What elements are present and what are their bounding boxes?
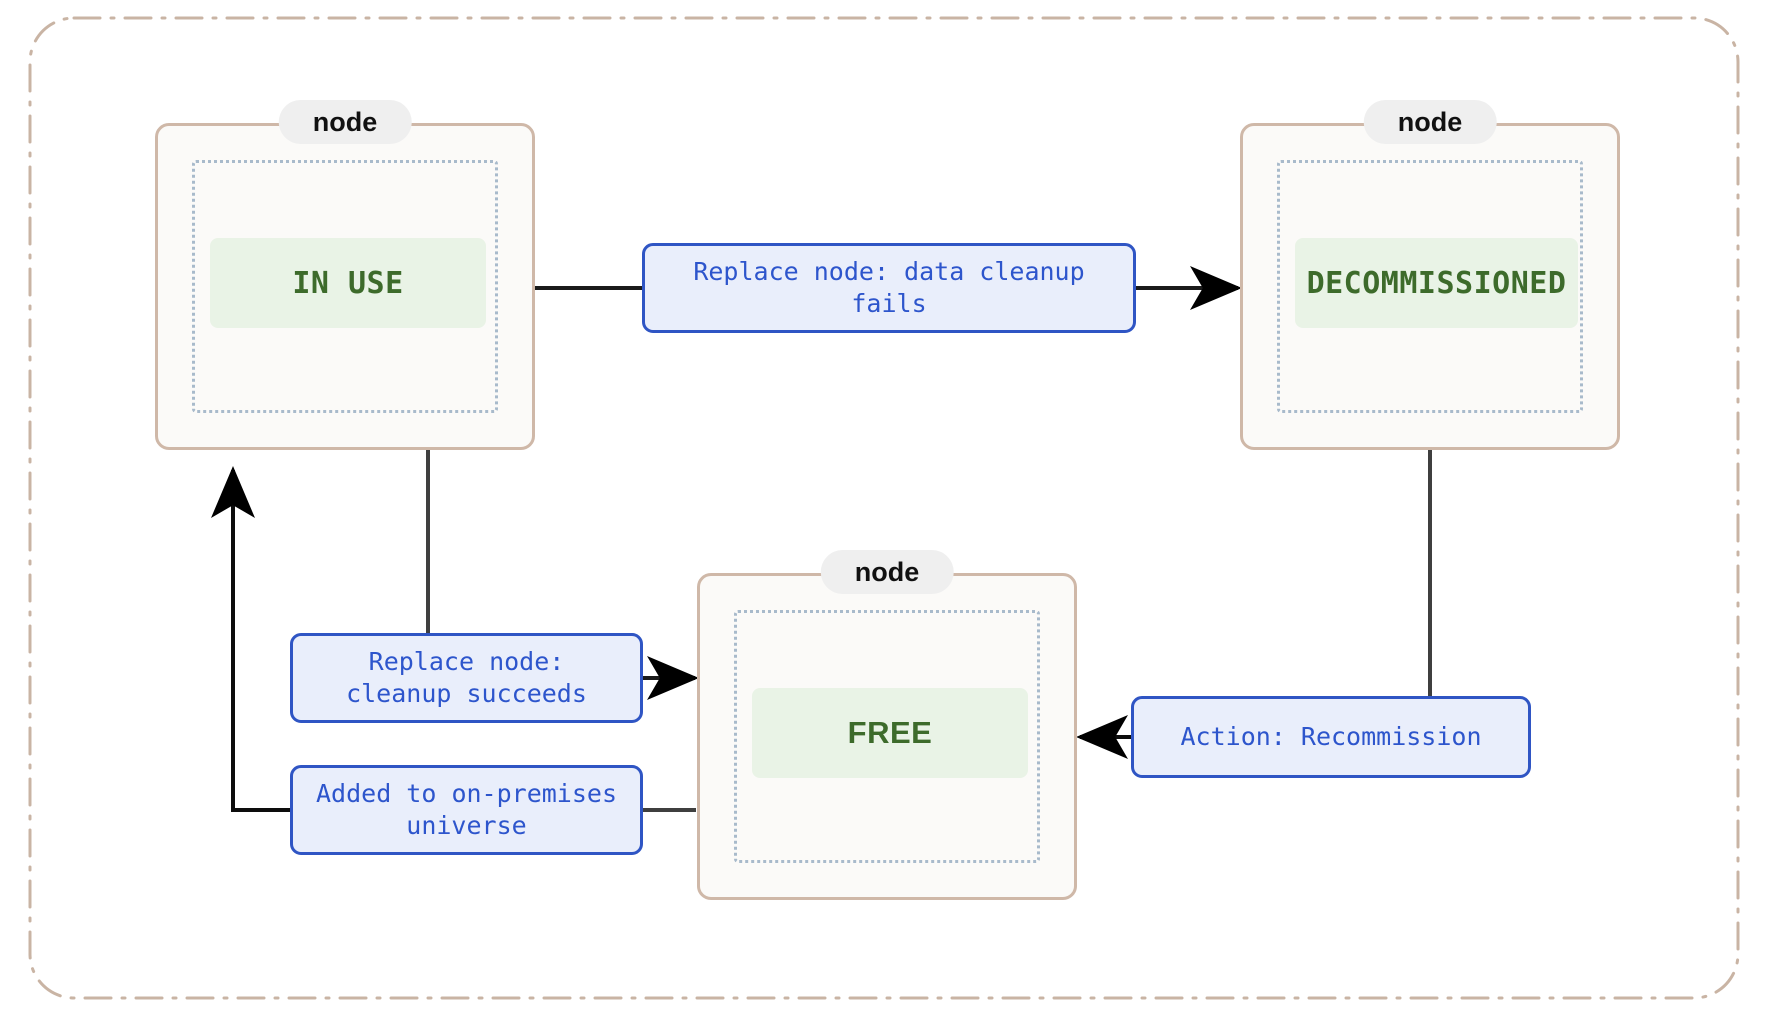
node-inner-border-free — [734, 610, 1040, 863]
node-in-use[interactable]: node IN USE — [155, 100, 535, 450]
state-chip-decommissioned[interactable]: DECOMMISSIONED — [1295, 238, 1578, 328]
node-badge-decommissioned: node — [1363, 100, 1497, 144]
node-badge-free: node — [820, 550, 954, 594]
state-chip-free[interactable]: FREE — [752, 688, 1028, 778]
node-inner-border-decommissioned — [1277, 160, 1583, 413]
edge-label-replace-node-cleanup-succeeds[interactable]: Replace node: cleanup succeeds — [290, 633, 643, 723]
edge-path-label3-to-in-use — [211, 466, 290, 812]
node-decommissioned[interactable]: node DECOMMISSIONED — [1240, 100, 1620, 450]
edge-label-replace-node-data-cleanup-fails[interactable]: Replace node: data cleanup fails — [642, 243, 1136, 333]
state-chip-in-use[interactable]: IN USE — [210, 238, 486, 328]
node-badge-in-use: node — [278, 100, 412, 144]
edge-label-added-to-on-premises-universe[interactable]: Added to on-premises universe — [290, 765, 643, 855]
edge-label-action-recommission[interactable]: Action: Recommission — [1131, 696, 1531, 778]
node-inner-border-in-use — [192, 160, 498, 413]
node-free[interactable]: node FREE — [697, 550, 1077, 900]
